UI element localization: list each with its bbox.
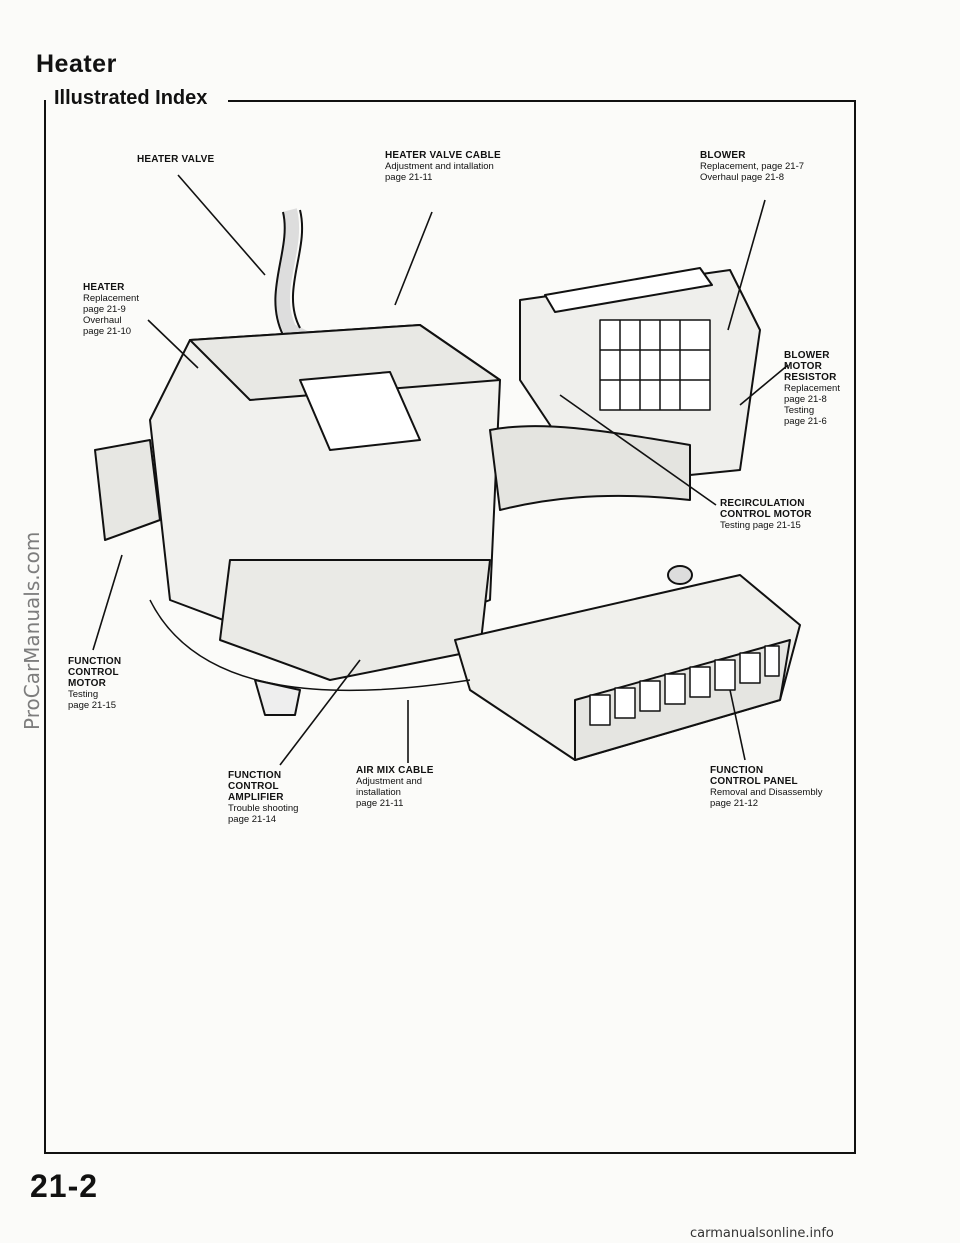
callout-title-line: BLOWER: [784, 350, 830, 361]
callout-title-line: MOTOR: [68, 678, 107, 689]
index-frame: [44, 100, 856, 1154]
blower-grille: [599, 319, 711, 411]
callout-title-line: CONTROL MOTOR: [720, 509, 812, 520]
callout-line: Testing: [784, 405, 815, 416]
blower-intake: [544, 267, 713, 313]
callout-heater-valve: HEATER VALVE: [137, 154, 214, 165]
callout-title-line: FUNCTION: [228, 770, 282, 781]
callout-air-mix-cable: AIR MIX CABLE Adjustment and installatio…: [356, 765, 434, 809]
callout-line: page 21-10: [83, 326, 132, 337]
callout-heater-valve-cable: HEATER VALVE CABLE Adjustment and intall…: [385, 150, 501, 183]
callout-function-control-panel: FUNCTION CONTROL PANEL Removal and Disas…: [710, 765, 822, 809]
callout-title-line: AMPLIFIER: [228, 792, 284, 803]
callout-line: Replacement: [83, 293, 139, 304]
heater-top: [189, 324, 501, 401]
callout-line: Adjustment and intallation: [385, 161, 494, 172]
callout-title-line: RESISTOR: [784, 372, 837, 383]
callout-line: page 21-12: [710, 798, 759, 809]
control-knob: [667, 565, 693, 585]
side-watermark: ProCarManuals.com: [20, 531, 44, 730]
duct-connector: [489, 424, 691, 511]
rear-outlet: [254, 679, 301, 716]
callout-line: Adjustment and: [356, 776, 423, 787]
callout-line: page 21-6: [784, 416, 827, 427]
callout-heater: HEATER Replacement page 21-9 Overhaul pa…: [83, 282, 139, 337]
section-title: Heater: [36, 50, 117, 78]
callout-title-line: CONTROL: [68, 667, 119, 678]
callout-function-control-motor: FUNCTION CONTROL MOTOR Testing page 21-1…: [68, 656, 121, 711]
leader-lines: [92, 174, 789, 766]
callout-line: Replacement, page 21-7: [700, 161, 805, 172]
motor-left: [94, 439, 161, 541]
callout-line: Testing page 21-15: [720, 520, 801, 531]
callout-title: BLOWER: [700, 150, 746, 161]
callout-line: Overhaul page 21-8: [700, 172, 784, 183]
frame-top-rule: [228, 100, 854, 102]
callout-title-line: FUNCTION: [68, 656, 122, 667]
callout-recirculation-control-motor: RECIRCULATION CONTROL MOTOR Testing page…: [720, 498, 812, 531]
callout-title: AIR MIX CABLE: [356, 765, 434, 776]
callout-line: installation: [356, 787, 401, 798]
control-buttons: [589, 645, 780, 726]
callout-function-control-amplifier: FUNCTION CONTROL AMPLIFIER Trouble shoot…: [228, 770, 298, 825]
pipe-outline: [274, 209, 304, 336]
pipe-shape: [275, 208, 324, 352]
lower-case: [219, 559, 491, 681]
callout-line: page 21-14: [228, 814, 277, 825]
footer-watermark: carmanualsonline.info: [690, 1226, 834, 1241]
callout-line: Trouble shooting: [228, 803, 299, 814]
callout-title: HEATER VALVE CABLE: [385, 150, 501, 161]
callout-line: Testing: [68, 689, 99, 700]
callout-blower-motor-resistor: BLOWER MOTOR RESISTOR Replacement page 2…: [784, 350, 840, 427]
callout-line: page 21-11: [356, 798, 404, 809]
callout-title-line: CONTROL PANEL: [710, 776, 798, 787]
callout-line: Replacement: [784, 383, 840, 394]
callout-blower: BLOWER Replacement, page 21-7 Overhaul p…: [700, 150, 804, 183]
callout-title-line: FUNCTION: [710, 765, 764, 776]
callout-line: Overhaul: [83, 315, 122, 326]
callout-line: page 21-11: [385, 172, 433, 183]
callout-line: page 21-8: [784, 394, 827, 405]
heater-opening: [299, 371, 421, 451]
callout-title: HEATER VALVE: [137, 154, 215, 165]
callout-line: page 21-9: [83, 304, 126, 315]
callout-title-line: RECIRCULATION: [720, 498, 805, 509]
index-title: Illustrated Index: [48, 87, 212, 110]
page-number: 21-2: [30, 1168, 99, 1204]
callout-line: Removal and Disassembly: [710, 787, 823, 798]
callout-title-line: MOTOR: [784, 361, 823, 372]
callout-title-line: CONTROL: [228, 781, 279, 792]
callout-title: HEATER: [83, 282, 125, 293]
callout-line: page 21-15: [68, 700, 117, 711]
